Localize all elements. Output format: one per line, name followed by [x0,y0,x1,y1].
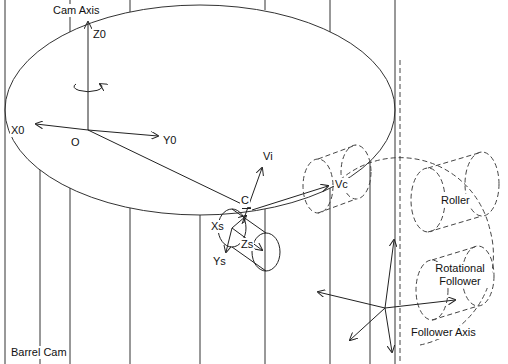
velocity-label: Vi [262,150,274,163]
rotation-arrow [74,84,102,92]
cam-surface-line [265,0,266,10]
axis-name: Y0 [162,134,177,147]
axis-name: Xs [210,220,225,233]
part-label: Barrel Cam [10,346,68,359]
cam-surface-line [70,188,71,364]
frame-arrow [385,240,394,308]
cam-surface-line [130,208,131,364]
roller-edge [232,209,266,233]
cam-side-line [395,0,396,364]
roller-edge [432,246,478,260]
follower-axis-line [400,60,401,364]
cam-surface-line [130,0,131,12]
frame-arrow [350,308,385,340]
cam-surface-line [40,170,41,364]
part-label: Rotational Follower [428,262,492,288]
axis-label: Cam Axis [52,4,100,17]
cam-frame [36,22,250,208]
cam-surface-line [200,215,201,364]
roller-edge [428,152,482,168]
ys-arrow [226,228,232,252]
part-label: Roller [440,194,471,207]
axis-name: Ys [212,255,227,268]
roller-edge [432,306,478,320]
zs-arrow [232,228,262,250]
roller-end [303,159,333,213]
frame-arrow [385,308,392,352]
follower [303,60,499,364]
barrel-cam [5,0,395,364]
cam-side-line [5,0,6,364]
cam-surface-line [330,0,331,32]
velocity-label: Vc [334,178,349,191]
axis-name: Zs [240,238,254,251]
frame-arrow [385,300,455,308]
roller-edge [318,145,356,159]
follower-swing-arc [340,158,493,345]
part-label: Follower Axis [410,326,477,339]
roller-edge [428,216,482,232]
cam-surface-line [370,161,371,364]
vc-arrow [252,186,328,210]
cam-axis-arrow [88,22,89,130]
axis-name: Z0 [92,28,107,41]
contact-roller [218,168,328,271]
frame-arrow [318,292,385,308]
axis-name: X0 [10,124,25,137]
position-vector [88,130,250,208]
point-label: C [240,194,250,207]
x0-arrow [36,124,88,130]
cam-surface-line [330,188,331,364]
origin-label: O [70,136,81,149]
roller-edge [318,199,356,213]
roller-end [252,233,280,271]
cam-top-edge [5,5,395,215]
